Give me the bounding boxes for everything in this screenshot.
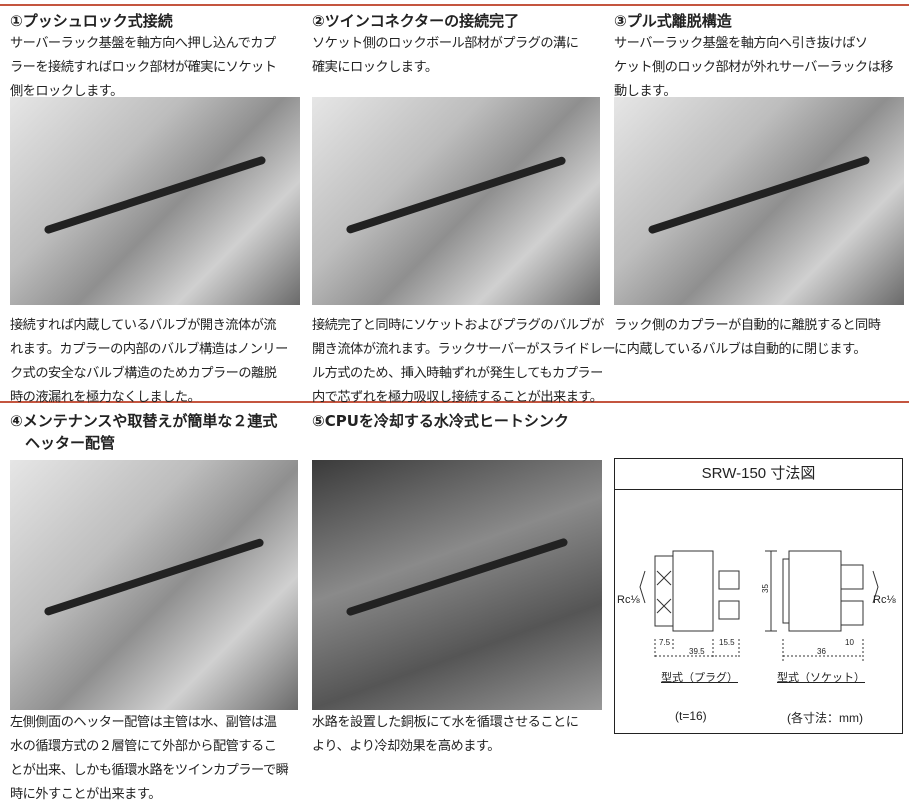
dim-plug-a: 7.5 [659,638,671,647]
section-heat-sink: ⑤CPUを冷却する水冷式ヒートシンク [312,410,608,432]
thread-label-right: Rc⅛ [873,594,896,606]
section-twin-connector: ②ツインコネクターの接続完了 ソケット側のロックボール部材がプラグの溝に 確実に… [312,10,608,80]
section-header-piping: ④メンテナンスや取替えが簡単な２連式 ヘッター配管 [10,410,306,454]
photo-header-piping [10,460,298,710]
dim-socket-a: 10 [845,638,854,647]
section-title: ③プル式離脱構造 [614,12,732,30]
caption-header-piping: 左側側面のヘッター配管は主管は水、副管は温 水の循環方式の２層管にて外部から配管… [10,711,306,805]
socket-label: 型式（ソケット） [777,672,865,684]
dim-plug-b: 15.5 [719,638,735,647]
section-title: ②ツインコネクターの接続完了 [312,12,520,30]
dim-socket-total: 36 [817,647,826,656]
section-desc: サーバーラック基盤を軸方向へ引き抜けばソ ケット側のロック部材が外れサーバーラッ… [614,36,894,99]
section-caption: 左側側面のヘッター配管は主管は水、副管は温 水の循環方式の２層管にて外部から配管… [10,715,289,802]
photo-push-lock [10,97,300,305]
photo-twin-connector [312,97,600,305]
section-desc: サーバーラック基盤を軸方向へ押し込んでカプ ラーを接続すればロック部材が確実にソ… [10,36,277,99]
section-title: ⑤CPUを冷却する水冷式ヒートシンク [312,412,569,430]
thickness-note: (t=16) [675,709,707,723]
section-caption: 接続すれば内蔵しているバルブが開き流体が流 れます。カプラーの内部のバルブ構造は… [10,318,288,405]
section-desc: ソケット側のロックボール部材がプラグの溝に 確実にロックします。 [312,36,579,75]
section-title: ④メンテナンスや取替えが簡単な２連式 ヘッター配管 [10,412,278,452]
dim-height: 35 [760,584,770,593]
section-title: ①プッシュロック式接続 [10,12,173,30]
top-rule [0,4,909,6]
caption-twin-connector: 接続完了と同時にソケットおよびプラグのバルブが 開き流体が流れます。ラックサーバ… [312,314,616,410]
diagram-title: SRW-150 寸法図 [615,459,902,490]
plug-label: 型式（プラグ） [661,672,738,684]
unit-note: (各寸法：mm) [787,711,863,725]
dimension-diagram: SRW-150 寸法図 Rc⅛ Rc⅛ 7.5 15.5 39.5 35 10 … [614,458,903,734]
section-push-lock: ①プッシュロック式接続 サーバーラック基盤を軸方向へ押し込んでカプ ラーを接続す… [10,10,306,104]
section-caption: 接続完了と同時にソケットおよびプラグのバルブが 開き流体が流れます。ラックサーバ… [312,318,616,405]
photo-heat-sink [312,460,602,710]
section-caption: 水路を設置した銅板にて水を循環させることに より、より冷却効果を高めます。 [312,715,579,754]
caption-heat-sink: 水路を設置した銅板にて水を循環させることに より、より冷却効果を高めます。 [312,711,608,759]
middle-rule [0,401,909,403]
caption-pull-release: ラック側のカプラーが自動的に離脱すると同時 に内蔵しているバルブは自動的に閉じま… [614,314,909,362]
section-pull-release: ③プル式離脱構造 サーバーラック基盤を軸方向へ引き抜けばソ ケット側のロック部材… [614,10,909,104]
section-caption: ラック側のカプラーが自動的に離脱すると同時 に内蔵しているバルブは自動的に閉じま… [614,318,881,357]
dimension-drawing [639,550,879,661]
thread-label-left: Rc⅛ [617,594,640,606]
photo-pull-release [614,97,904,305]
dim-plug-total: 39.5 [689,647,705,656]
caption-push-lock: 接続すれば内蔵しているバルブが開き流体が流 れます。カプラーの内部のバルブ構造は… [10,314,306,410]
